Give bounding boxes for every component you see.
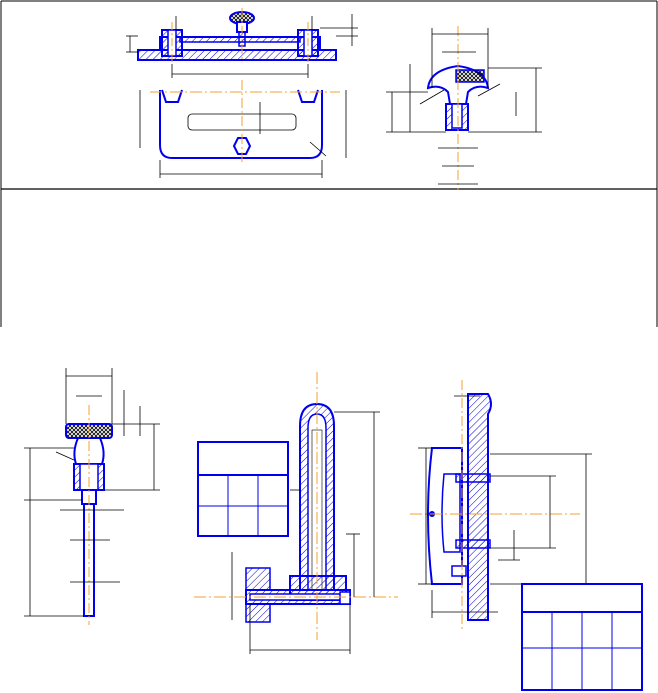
knob-side-section: [386, 26, 542, 190]
table-left: [197, 441, 289, 537]
table-right: [521, 583, 643, 691]
knurled-knob-detail: [24, 368, 160, 625]
upper-panel-frame: [0, 0, 658, 327]
bent-pipe-assembly-section: [194, 372, 398, 654]
lid-plan-view: [139, 80, 347, 178]
lid-front-section: [126, 8, 358, 78]
wall-handle-section: [410, 380, 592, 630]
